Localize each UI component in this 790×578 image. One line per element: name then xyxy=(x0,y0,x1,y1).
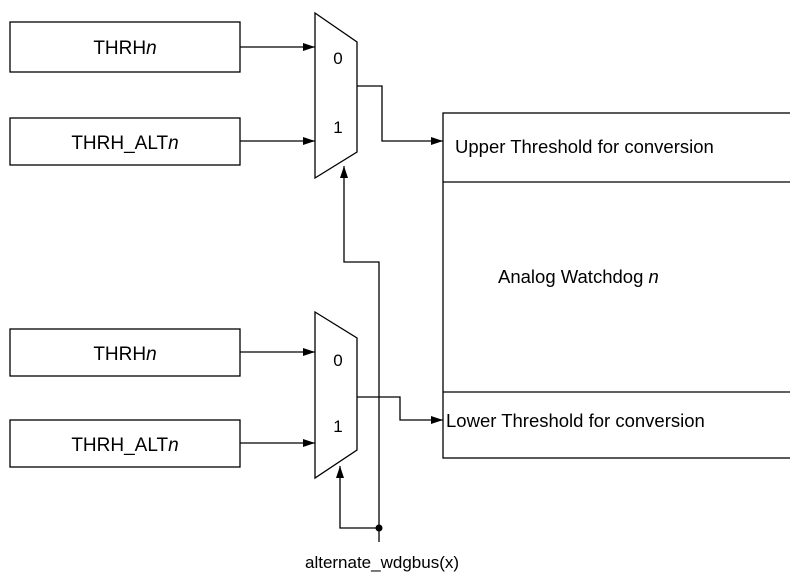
upper-register-group: THRHn THRH_ALTn 0 1 xyxy=(9,11,443,180)
watchdog-title: Analog Watchdog n xyxy=(498,266,659,287)
select-signal-label: alternate_wdgbus(x) xyxy=(305,553,459,572)
lower-mux-input-0: 0 xyxy=(333,351,342,370)
upper-thrh-alt-label: THRH_ALTn xyxy=(71,133,178,154)
upper-mux-input-1: 1 xyxy=(333,118,342,137)
upper-mux-output-arrow xyxy=(357,85,443,145)
select-to-lower-mux-arrow xyxy=(336,466,379,529)
upper-thrh-alt-box xyxy=(9,117,241,166)
upper-thrh-box xyxy=(9,21,241,73)
watchdog-box xyxy=(442,112,790,459)
select-to-upper-mux-arrow xyxy=(340,166,380,528)
lower-thrh-alt-box xyxy=(9,419,241,468)
lower-register-group: THRHn THRH_ALTn 0 1 xyxy=(9,310,443,480)
upper-threshold-label: Upper Threshold for conversion xyxy=(455,136,714,157)
lower-thrh-alt-label: THRH_ALTn xyxy=(71,435,178,456)
select-signal-routing: alternate_wdgbus(x) xyxy=(305,166,459,572)
lower-threshold-label: Lower Threshold for conversion xyxy=(446,410,705,431)
lower-mux-input-1: 1 xyxy=(333,417,342,436)
lower-thrh-label: THRHn xyxy=(93,344,156,365)
lower-mux xyxy=(314,310,358,480)
lower-mux-output-arrow xyxy=(357,396,443,424)
upper-mux-input-0: 0 xyxy=(333,49,342,68)
select-junction-dot xyxy=(375,524,383,532)
lower-thrh-box xyxy=(9,328,241,377)
upper-mux xyxy=(314,11,358,180)
analog-watchdog-block: Upper Threshold for conversion Analog Wa… xyxy=(442,112,790,459)
upper-thrh-label: THRHn xyxy=(93,38,156,59)
